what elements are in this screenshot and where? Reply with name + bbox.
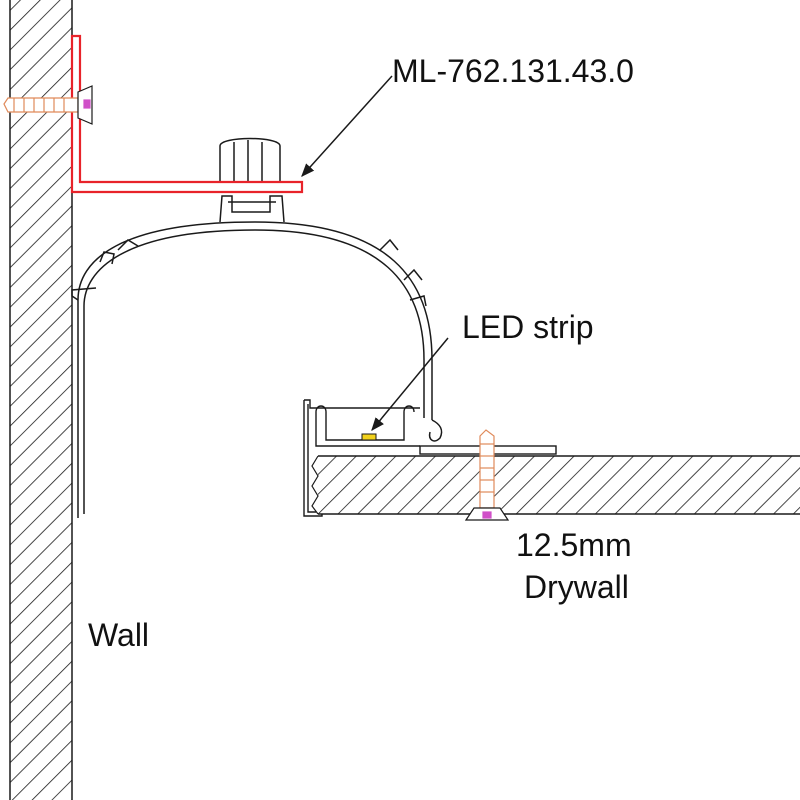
- wall-label: Wall: [88, 617, 149, 653]
- drywall-label: Drywall: [524, 569, 629, 605]
- l-bracket: [70, 34, 304, 194]
- mounting-clip: [219, 137, 281, 189]
- part-number-label: ML-762.131.43.0: [392, 53, 634, 89]
- screw-icon: [3, 85, 93, 125]
- screw-icon: [464, 429, 510, 521]
- led-chip: [361, 433, 377, 441]
- drywall-board: [311, 455, 800, 515]
- round-profile: [71, 195, 443, 518]
- wall: [9, 0, 73, 800]
- arrow-icon: [301, 75, 393, 178]
- led-strip-label: LED strip: [462, 309, 594, 345]
- drywall-thickness-label: 12.5mm: [516, 527, 632, 563]
- arrow-icon: [371, 337, 449, 432]
